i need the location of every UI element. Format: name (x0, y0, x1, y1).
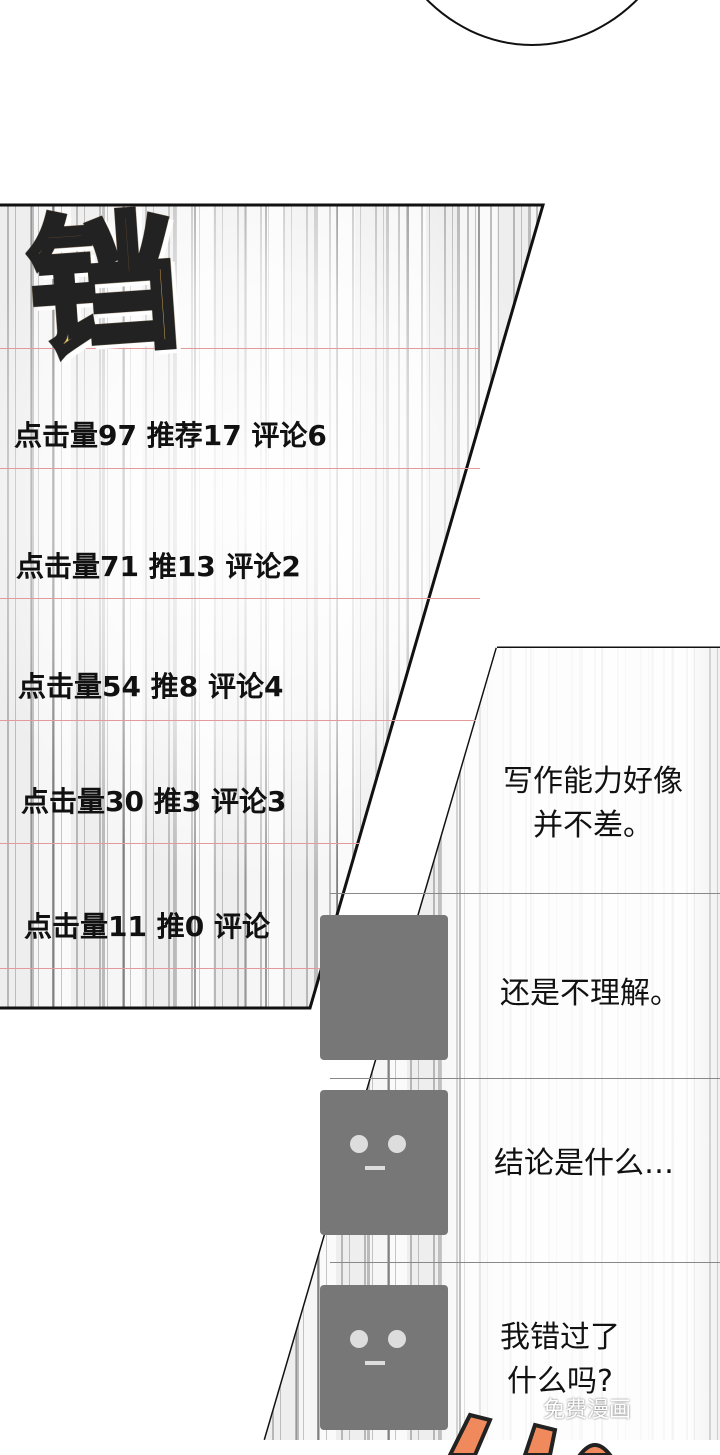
divider (330, 1078, 720, 1079)
rule-line (0, 598, 480, 599)
thought-line: 写作能力好像 并不差。 (503, 764, 683, 843)
stats-row: 点击量11 推0 评论 (24, 910, 270, 943)
stats-row: 点击量30 推3 评论3 (21, 785, 287, 818)
speech-bubble (370, 0, 694, 46)
stats-row: 点击量71 推13 评论2 (16, 550, 301, 583)
face-icon (320, 915, 448, 1060)
thought-line: 结论是什么… (494, 1146, 674, 1181)
sound-effect-text: 铛 (20, 160, 188, 387)
thought-line: 还是不理解。 (500, 976, 680, 1011)
rule-line (0, 720, 480, 721)
stats-row: 点击量54 推8 评论4 (18, 670, 284, 703)
divider (330, 1262, 720, 1263)
face-icon (320, 1090, 448, 1235)
watermark: 免费漫画 (543, 1398, 632, 1423)
divider (330, 893, 720, 894)
thought-line: 我错过了 什么吗? (500, 1320, 620, 1399)
rule-line (0, 968, 320, 969)
rule-line (0, 468, 480, 469)
stats-row: 点击量97 推荐17 评论6 (14, 419, 327, 452)
rule-line (0, 348, 480, 349)
face-icon (320, 1285, 448, 1430)
rule-line (0, 843, 360, 844)
